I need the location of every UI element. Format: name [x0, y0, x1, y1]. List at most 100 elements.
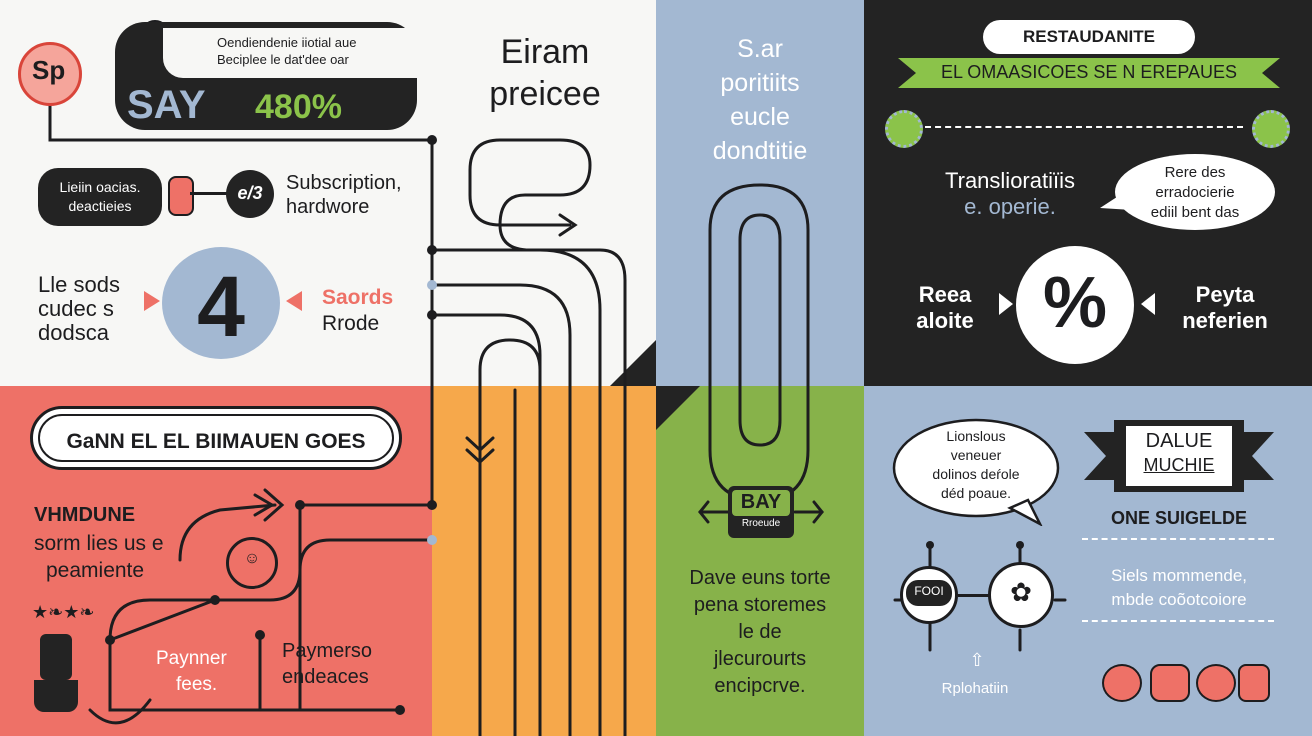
left-text-line1: Lle sods	[38, 272, 120, 297]
speech-bubble-bottom	[892, 418, 1060, 526]
bay-badge-top	[732, 490, 790, 516]
bubble-bottom-line1: Lionslous	[946, 428, 1006, 444]
left-text-line3: dodsca	[38, 320, 109, 345]
germ-glyph: ✿	[1010, 577, 1032, 607]
tomato-icon-4	[1238, 664, 1270, 702]
connector-bar	[190, 192, 230, 195]
trans-line1: Translioratiïis	[945, 168, 1075, 193]
bay-badge-title: BAY	[740, 491, 782, 513]
one-suigelde: ONE SUIGELDE	[1110, 508, 1248, 528]
side-line2: mbde coõotcoiore	[1111, 590, 1247, 609]
green-text-line1: Dave euns torte	[689, 567, 831, 589]
pay1-line1: Paynner	[156, 648, 227, 669]
small-pill-line1: Lieiin oacias.	[59, 179, 141, 195]
robot-icon	[40, 634, 72, 680]
big-number: 4	[197, 259, 245, 355]
bubble-bottom-line3: dolinos deŕole	[932, 466, 1020, 482]
panel-blue-column	[656, 0, 864, 386]
left-label-line1: Reea	[918, 282, 972, 307]
pay2-line2: endeaces	[282, 666, 369, 688]
footer-label: Rplohatiin	[941, 680, 1009, 697]
arrow-right-icon-dark	[999, 293, 1013, 315]
logo-badge	[18, 42, 82, 106]
blue-col-line2: poritiits	[720, 69, 800, 97]
arrow-left-icon	[286, 291, 302, 311]
right-label-line1: Peyta	[1195, 282, 1255, 307]
percent-circle	[1016, 246, 1134, 364]
blue-col-line4: dondtitie	[712, 137, 808, 165]
left-label-line2: aloite	[916, 308, 974, 333]
green-text-line2: pena storemes	[693, 594, 827, 616]
speech-bubble-top	[1100, 154, 1275, 230]
dashed-divider-br-1	[1082, 538, 1274, 540]
coral-heading: VHMDUNE	[34, 504, 136, 526]
link-bar	[958, 594, 990, 597]
bubble-top-line1: Rere des	[1164, 164, 1226, 181]
small-dark-pill: Lieiin oacias. deactieies	[38, 168, 162, 226]
percent-value: 480%	[255, 88, 342, 126]
glyph-circle	[226, 170, 274, 218]
pay2-line1: Paymerso	[282, 640, 373, 662]
coral-pill	[30, 406, 402, 470]
bubble-bottom-line2: veneuer	[950, 447, 1002, 463]
green-text-line3: le de	[738, 621, 782, 643]
coral-pill-label: GaNN EL EL BIIMAUEN GOES	[66, 430, 366, 453]
robot-icon-base	[34, 680, 78, 712]
center-title-line2: preicee	[489, 75, 601, 113]
green-text-line5: encipcrve.	[714, 675, 806, 697]
dashed-divider	[925, 126, 1243, 128]
share-icon: ⇧	[969, 650, 985, 670]
arrow-right-icon	[144, 291, 160, 311]
center-title-line1: Eiram	[500, 33, 590, 71]
germ-icon-left	[885, 110, 923, 148]
glyph-text: e/3	[237, 183, 263, 203]
left-text-line2: cudec s	[38, 296, 114, 321]
bubble-bottom-line4: déd poaue.	[940, 485, 1012, 501]
trans-line2: e. operie.	[964, 194, 1056, 219]
coral-line1: sorm lies us e	[34, 532, 164, 555]
saords-label: Saords	[322, 286, 394, 309]
ribbon-banner	[1084, 420, 1274, 492]
face-circle-icon	[226, 537, 278, 589]
face-circle-glyph: ☺	[243, 550, 261, 567]
right-label-line2: neferien	[1182, 308, 1268, 333]
big-number-circle	[162, 247, 280, 359]
dashed-divider-br-3	[1082, 620, 1274, 622]
coral-connector-icon	[168, 176, 194, 216]
tomato-icon-3	[1196, 664, 1236, 702]
restaurant-pill	[983, 20, 1195, 54]
pay1-line2: fees.	[176, 674, 218, 695]
germ-circle-icon	[988, 562, 1054, 628]
logo-text: Sp	[32, 55, 66, 85]
tomato-icon-1	[1102, 664, 1142, 702]
food-label: FOOI	[914, 584, 944, 598]
doodle-icons: ★❧★❧	[32, 602, 95, 622]
blue-col-line3: eucle	[730, 103, 790, 131]
tomato-icon-2	[1150, 664, 1190, 702]
subscription-line2: hardwore	[286, 196, 370, 218]
bay-badge-sub: Rroeude	[741, 518, 781, 529]
bubble-top-line2: erradocierie	[1155, 184, 1235, 201]
bubble-top-line3: ediil bent das	[1150, 204, 1240, 221]
green-banner	[898, 58, 1280, 88]
ribbon-line1: DALUE	[1145, 430, 1213, 452]
small-pill-line2: deactieies	[68, 198, 132, 214]
ribbon-line2: MUCHIE	[1143, 455, 1215, 475]
top-info-pill-inner	[163, 28, 423, 78]
panel-orange	[432, 386, 656, 736]
green-text-line4: jlecurourts	[713, 648, 807, 670]
coral-line2: peamiente	[46, 559, 145, 582]
percent-symbol: %	[1042, 263, 1108, 343]
blue-col-line1: S.ar	[737, 35, 783, 63]
top-pill-line2: Beciplee le dat'dee oar	[217, 52, 349, 67]
rrode-label: Rrode	[322, 312, 380, 335]
say-label: SAY	[127, 83, 206, 127]
top-info-pill: Oendiendenie iiotial aue Beciplee le dat…	[115, 22, 423, 130]
subscription-line1: Subscription,	[286, 172, 402, 194]
coral-pill-inner	[38, 414, 394, 462]
top-pill-line1: Oendiendenie iiotial aue	[217, 35, 357, 50]
food-label-bg	[906, 580, 952, 606]
side-line1: Siels mommende,	[1110, 566, 1248, 585]
